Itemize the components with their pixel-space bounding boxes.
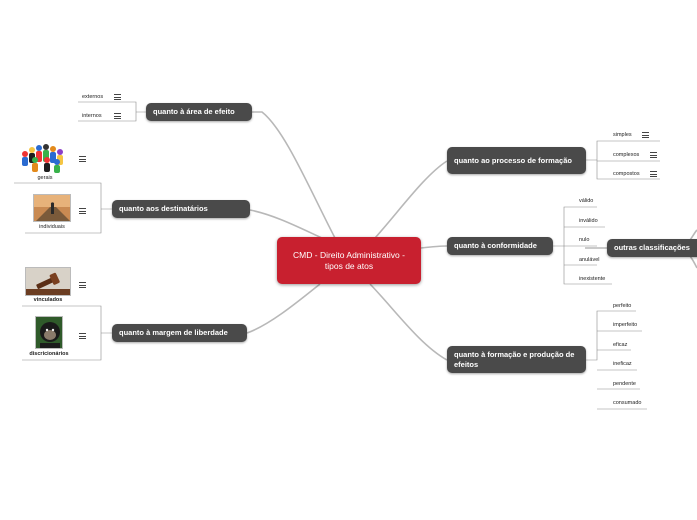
notes-icon[interactable] — [79, 156, 86, 162]
branch-outras-classificacoes[interactable]: outras classificações — [607, 239, 697, 257]
leaf-vinculados[interactable]: vinculados — [33, 297, 63, 303]
notes-icon[interactable] — [79, 282, 86, 288]
leaf-pendente[interactable]: pendente — [613, 381, 636, 387]
branch-label: quanto à área de efeito — [153, 107, 235, 117]
leaf-perfeito[interactable]: perfeito — [613, 303, 632, 309]
branch-destinatarios[interactable]: quanto aos destinatários — [112, 200, 250, 218]
branch-label: quanto ao processo de formação — [454, 155, 572, 165]
branch-label: quanto à conformidade — [454, 241, 537, 251]
leaf-anulavel[interactable]: anulável — [579, 257, 600, 263]
leaf-individuais[interactable]: individuais — [39, 224, 65, 230]
leaf-invalido[interactable]: inválido — [579, 218, 598, 224]
branch-label: quanto à margem de liberdade — [119, 328, 228, 338]
leaf-complexos[interactable]: complexos — [613, 152, 640, 158]
branch-formacao-e-efeitos[interactable]: quanto à formação e produção de efeitos — [447, 346, 586, 373]
leaf-ineficaz[interactable]: ineficaz — [613, 361, 632, 367]
notes-icon[interactable] — [79, 333, 86, 339]
leaf-nulo[interactable]: nulo — [579, 237, 590, 243]
crowd-of-people-image — [19, 140, 69, 174]
branch-label: quanto à formação e produção de efeitos — [454, 350, 575, 369]
leaf-simples[interactable]: simples — [613, 132, 632, 138]
notes-icon[interactable] — [650, 152, 657, 158]
branch-margem-de-liberdade[interactable]: quanto à margem de liberdade — [112, 324, 247, 342]
leaf-consumado[interactable]: consumado — [613, 400, 642, 406]
judge-gavel-image — [25, 267, 71, 296]
leaf-internos[interactable]: internos — [82, 113, 102, 119]
leaf-inexistente[interactable]: inexistente — [579, 276, 606, 282]
branch-conformidade[interactable]: quanto à conformidade — [447, 237, 553, 255]
leaf-gerais[interactable]: gerais — [37, 175, 53, 181]
chimpanzee-image — [35, 316, 63, 349]
leaf-eficaz[interactable]: eficaz — [613, 342, 628, 348]
central-topic[interactable]: CMD - Direito Administrativo - tipos de … — [277, 237, 421, 284]
central-topic-label: CMD - Direito Administrativo - tipos de … — [293, 249, 405, 271]
branch-label: quanto aos destinatários — [119, 204, 208, 214]
leaf-externos[interactable]: externos — [82, 94, 104, 100]
person-on-road-image — [33, 194, 71, 222]
branch-processo-de-formacao[interactable]: quanto ao processo de formação — [447, 147, 586, 174]
branch-label: outras classificações — [614, 243, 690, 253]
leaf-imperfeito[interactable]: imperfeito — [613, 322, 638, 328]
notes-icon[interactable] — [642, 132, 649, 138]
notes-icon[interactable] — [114, 94, 121, 100]
notes-icon[interactable] — [650, 171, 657, 177]
leaf-valido[interactable]: válido — [579, 198, 594, 204]
notes-icon[interactable] — [79, 208, 86, 214]
branch-area-de-efeito[interactable]: quanto à área de efeito — [146, 103, 252, 121]
leaf-discricionarios[interactable]: discricionários — [29, 351, 69, 357]
leaf-compostos[interactable]: compostos — [613, 171, 640, 177]
notes-icon[interactable] — [114, 113, 121, 119]
